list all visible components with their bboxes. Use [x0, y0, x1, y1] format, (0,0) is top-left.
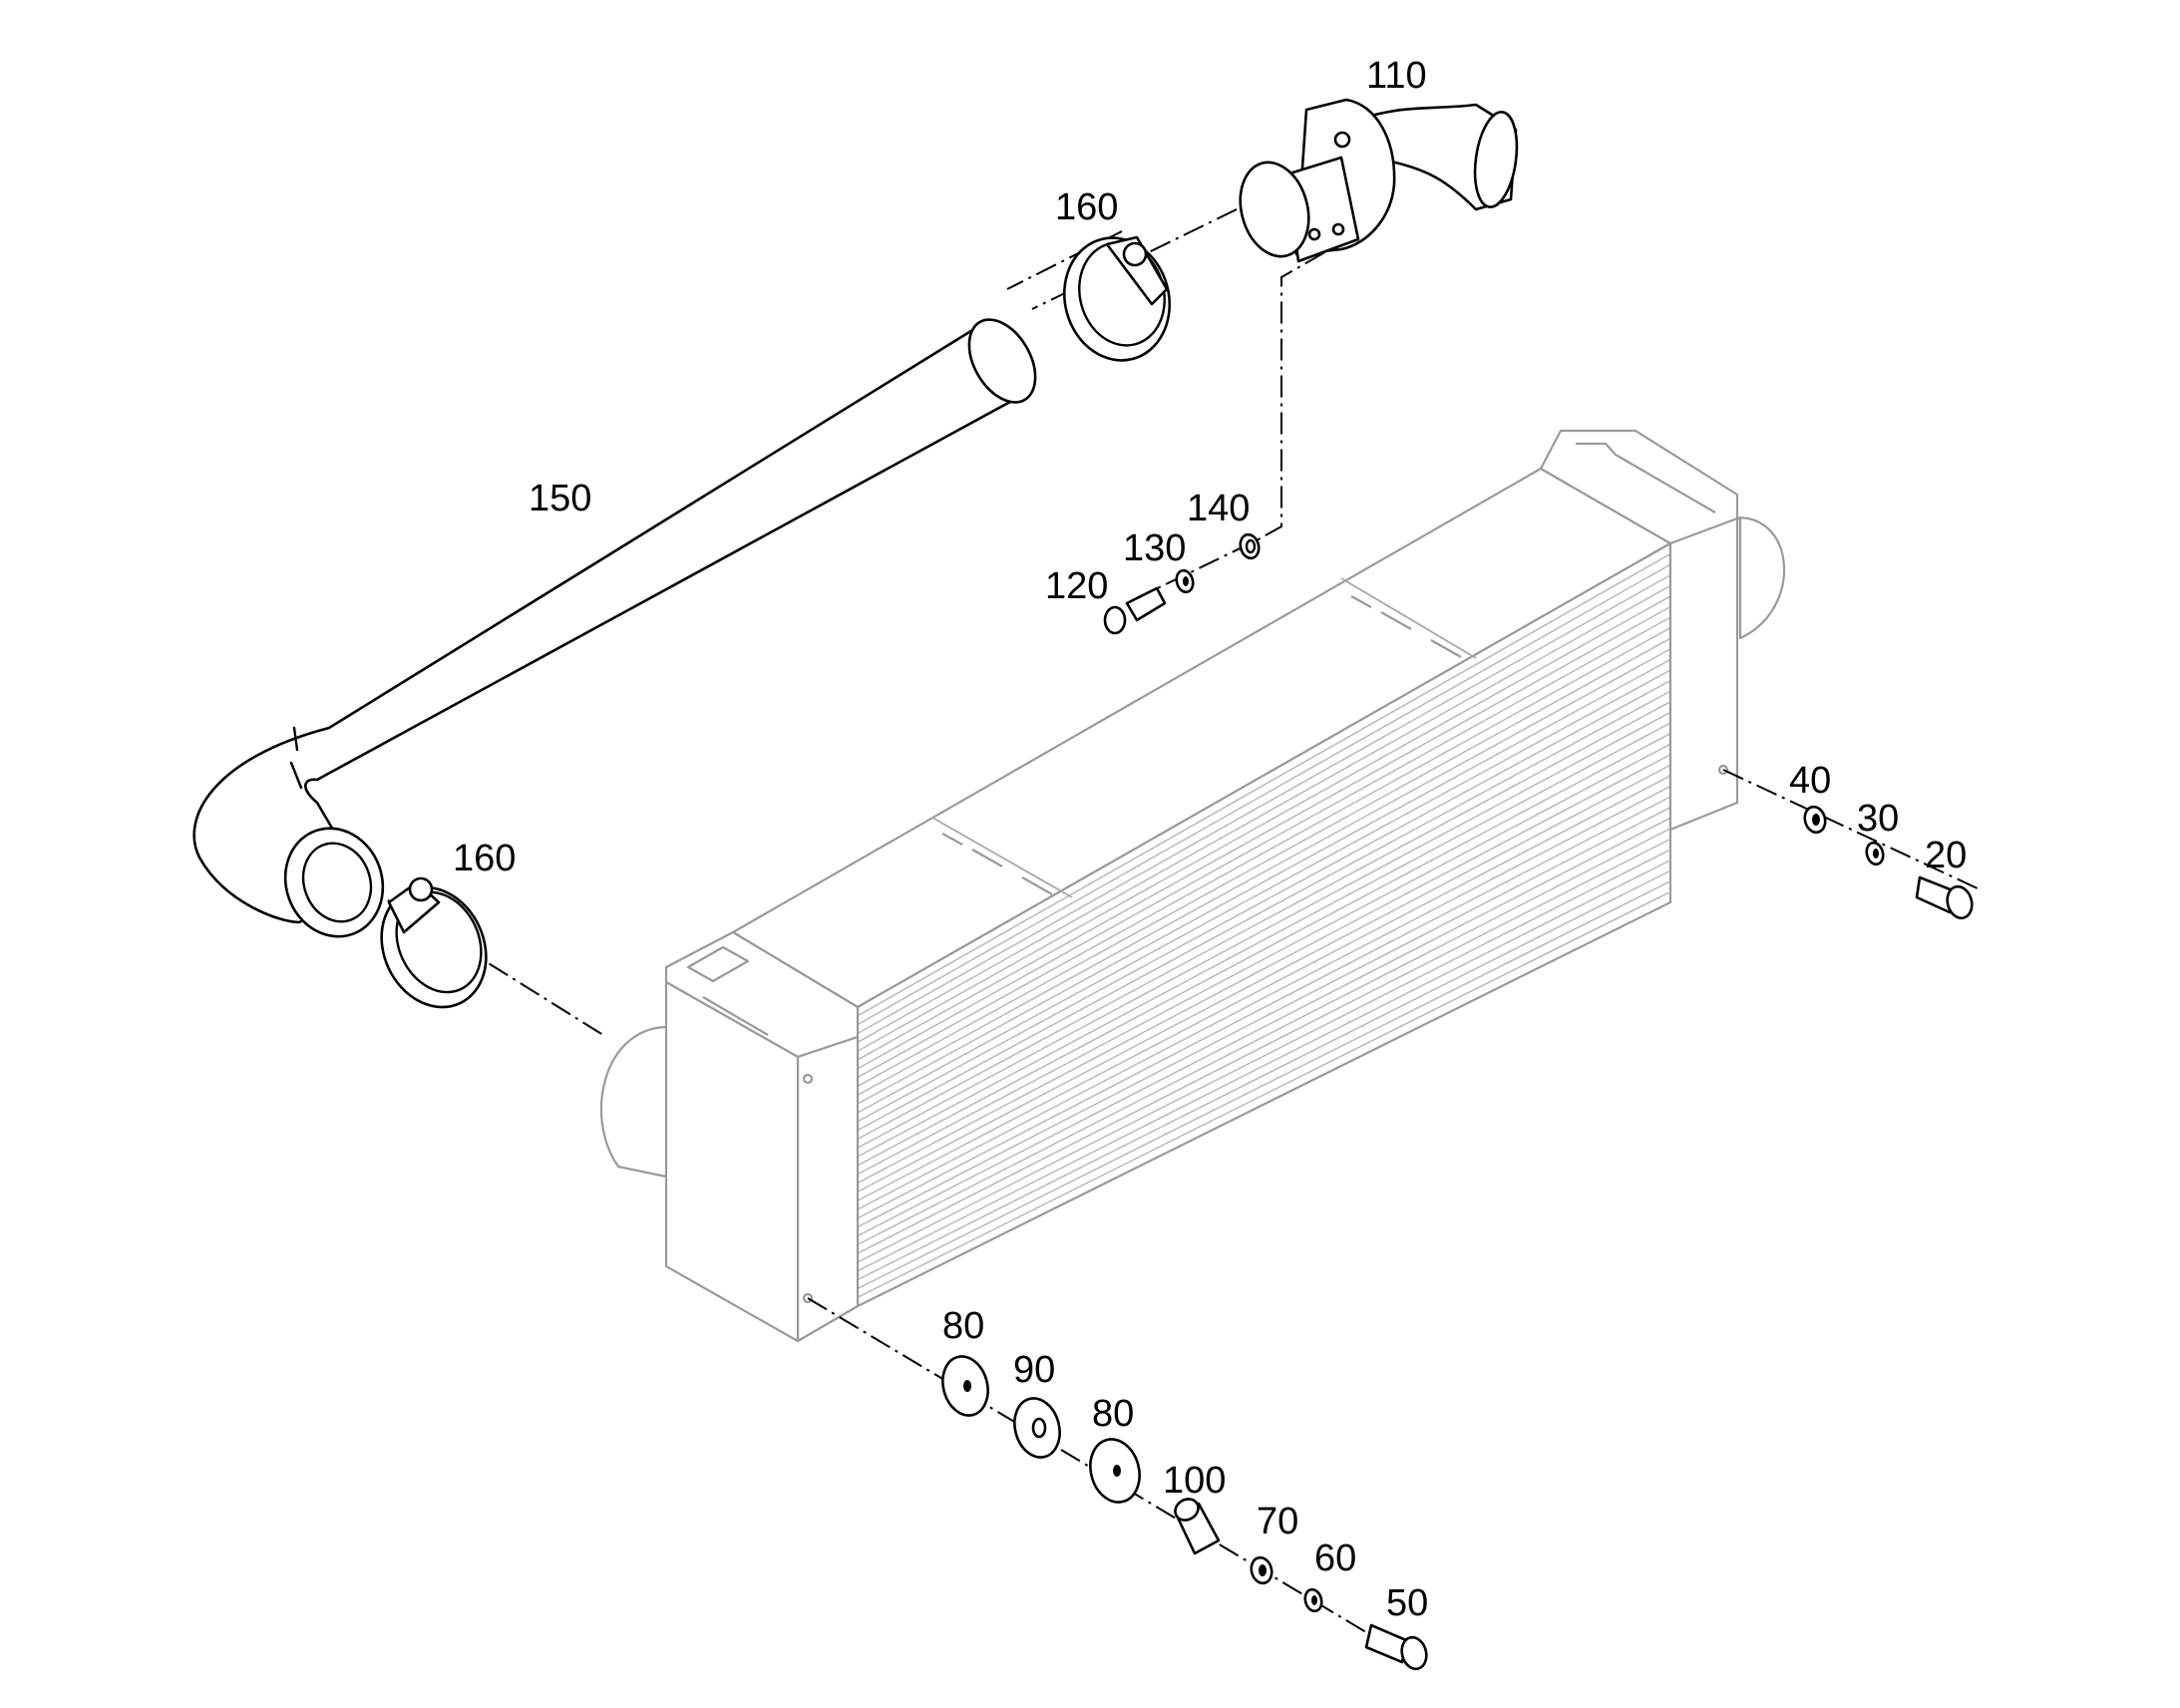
- core-fin-line: [857, 775, 1671, 1201]
- core-fin-line: [857, 690, 1671, 1132]
- core-fin-line: [857, 584, 1671, 1043]
- bolt-20[interactable]: [1915, 875, 1976, 921]
- lock-washer-140[interactable]: [1238, 532, 1262, 560]
- core-fin-line: [857, 869, 1671, 1281]
- hose-150[interactable]: [192, 308, 1049, 950]
- callout-80-b: 80: [1092, 1393, 1134, 1435]
- core-fin-line: [857, 828, 1671, 1245]
- core-fin-line: [857, 880, 1671, 1290]
- elbow-pipe-110[interactable]: [1231, 98, 1523, 264]
- spacer-sleeve-100[interactable]: [1172, 1495, 1221, 1555]
- callout-160-bottom: 160: [453, 838, 516, 879]
- callout-20: 20: [1925, 835, 1967, 876]
- core-fin-line: [857, 817, 1671, 1237]
- callout-60: 60: [1314, 1537, 1356, 1579]
- callout-80-a: 80: [942, 1305, 984, 1347]
- callout-160-top: 160: [1055, 186, 1118, 228]
- bolt-120[interactable]: [1103, 586, 1167, 635]
- core-fin-line: [857, 574, 1671, 1035]
- core-fin-line: [857, 658, 1671, 1105]
- callout-120: 120: [1045, 565, 1108, 607]
- core-fin-line: [857, 785, 1671, 1210]
- core-fin-line: [857, 595, 1671, 1052]
- callout-labels: 110 160 150 140 130 120 160 40 30 20 80 …: [453, 55, 1967, 1624]
- callout-110: 110: [1366, 55, 1427, 97]
- large-washer-80-b[interactable]: [1084, 1434, 1147, 1508]
- callout-130: 130: [1123, 527, 1186, 569]
- core-fins: [857, 552, 1671, 1298]
- callout-40: 40: [1789, 760, 1831, 802]
- core-fin-line: [857, 807, 1671, 1228]
- core-fin-line: [857, 627, 1671, 1079]
- core-fin-line: [857, 890, 1671, 1298]
- core-fin-line: [857, 648, 1671, 1096]
- hose-clamp-160-bottom[interactable]: [362, 870, 505, 1025]
- callout-70: 70: [1257, 1501, 1298, 1542]
- core-fin-line: [857, 616, 1671, 1070]
- core-fin-line: [857, 701, 1671, 1141]
- core-fin-line: [857, 858, 1671, 1272]
- callout-30: 30: [1857, 798, 1899, 840]
- washer-60[interactable]: [1302, 1587, 1323, 1613]
- lock-washer-40[interactable]: [1802, 805, 1828, 835]
- core-fin-line: [857, 637, 1671, 1088]
- washer-30[interactable]: [1864, 841, 1885, 866]
- intercooler-ghost: [599, 429, 1786, 1343]
- core-fin-line: [857, 849, 1671, 1263]
- lock-washer-70[interactable]: [1249, 1555, 1274, 1585]
- callout-140: 140: [1187, 488, 1250, 529]
- core-fin-line: [857, 732, 1671, 1167]
- hose-clamp-160-top[interactable]: [1051, 226, 1184, 373]
- callout-100: 100: [1163, 1460, 1226, 1502]
- callout-90: 90: [1013, 1349, 1055, 1391]
- bolt-50[interactable]: [1364, 1623, 1430, 1672]
- core-fin-line: [857, 796, 1671, 1219]
- core-fin-line: [857, 764, 1671, 1193]
- large-washer-80-a[interactable]: [936, 1351, 994, 1420]
- core-fin-line: [857, 743, 1671, 1176]
- core-fin-line: [857, 754, 1671, 1185]
- core-fin-line: [857, 605, 1671, 1061]
- core-fin-line: [857, 722, 1671, 1158]
- callout-50: 50: [1386, 1582, 1428, 1624]
- core-fin-line: [857, 563, 1671, 1026]
- washer-90[interactable]: [1008, 1393, 1066, 1462]
- core-fin-line: [857, 669, 1671, 1114]
- core-fin-line: [857, 711, 1671, 1149]
- core-fin-line: [857, 838, 1671, 1254]
- core-fin-line: [857, 679, 1671, 1123]
- callout-150: 150: [529, 478, 591, 519]
- core-fin-line: [857, 552, 1671, 1017]
- washer-130[interactable]: [1174, 568, 1195, 594]
